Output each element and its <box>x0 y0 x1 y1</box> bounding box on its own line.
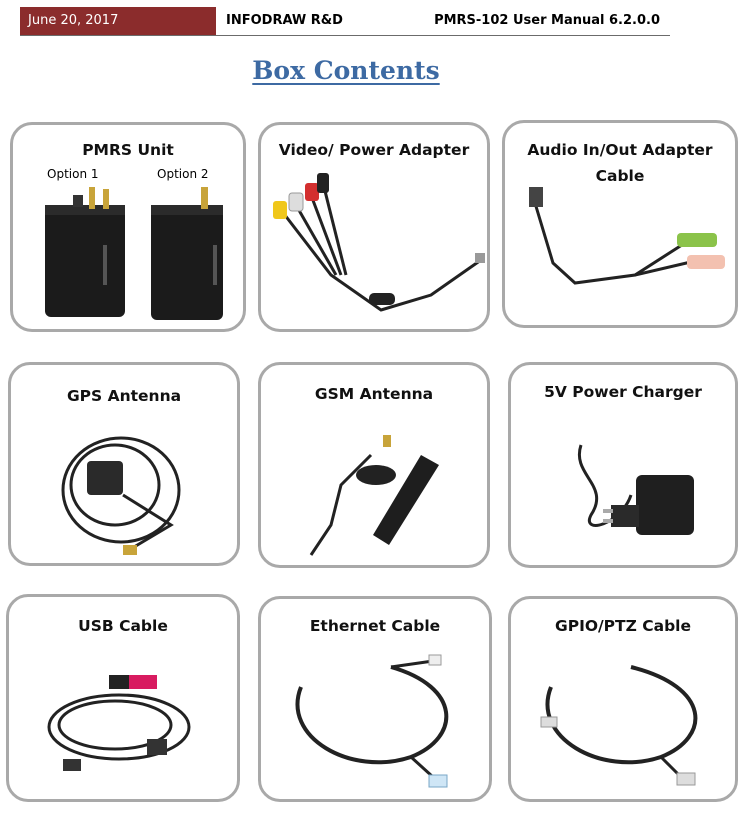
card-5v-power-charger: 5V Power Charger <box>508 362 738 568</box>
pmrs-unit-image <box>45 187 223 320</box>
card-pmrs-unit: PMRS Unit Option 1 Option 2 <box>10 122 246 332</box>
audio-adapter-cable-image <box>529 187 725 285</box>
card-title: Video/ Power Adapter <box>278 141 470 159</box>
card-title: PMRS Unit <box>82 141 174 159</box>
card-title-line-2: Cable <box>595 167 645 185</box>
card-video-power-adapter: Video/ Power Adapter <box>258 122 490 332</box>
option-2-label: Option 2 <box>157 167 209 181</box>
card-title: GSM Antenna <box>314 385 434 403</box>
card-title-line-1: Audio In/Out Adapter <box>527 141 713 159</box>
card-gsm-antenna: GSM Antenna <box>258 362 490 568</box>
power-charger-image <box>577 444 694 535</box>
card-usb-cable: USB Cable <box>6 594 240 802</box>
option-1-label: Option 1 <box>47 167 99 181</box>
card-title: 5V Power Charger <box>544 383 702 401</box>
page-header: June 20, 2017 INFODRAW R&D PMRS-102 User… <box>20 7 670 36</box>
card-title: Ethernet Cable <box>309 617 441 635</box>
ethernet-cable-image <box>295 654 449 788</box>
page-title: Box Contents <box>252 56 440 85</box>
header-company: INFODRAW R&D <box>226 13 343 28</box>
gsm-antenna-image <box>309 435 439 556</box>
card-gps-antenna: GPS Antenna <box>8 362 240 566</box>
card-title: USB Cable <box>78 617 168 635</box>
gpio-ptz-cable-image <box>540 665 698 786</box>
card-title: GPIO/PTZ Cable <box>554 617 691 635</box>
gps-antenna-image <box>61 436 181 555</box>
header-date: June 20, 2017 <box>20 7 216 35</box>
card-title: GPS Antenna <box>66 387 182 405</box>
card-gpio-ptz-cable: GPIO/PTZ Cable <box>508 596 738 802</box>
card-ethernet-cable: Ethernet Cable <box>258 596 492 802</box>
video-power-adapter-image <box>273 173 485 312</box>
header-manual-title: PMRS-102 User Manual 6.2.0.0 <box>434 13 660 28</box>
usb-cable-image <box>47 675 191 771</box>
card-audio-adapter-cable: Audio In/Out Adapter Cable <box>502 120 738 328</box>
